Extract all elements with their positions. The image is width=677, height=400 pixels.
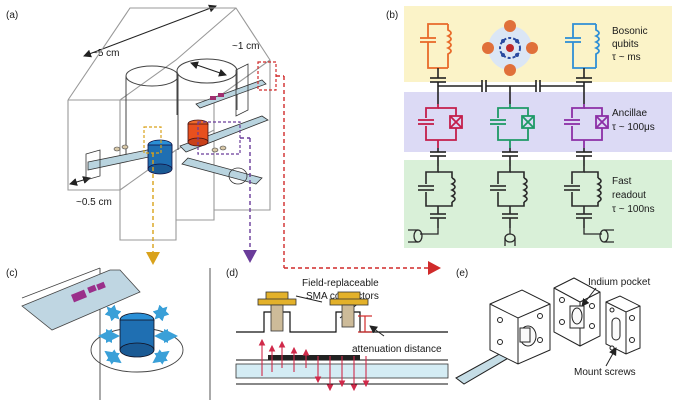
connectors-title-1: Field-replaceable xyxy=(302,278,379,289)
hole-dimension-arrow xyxy=(190,61,227,77)
package-drawing: ~5 cm ~1 cm ~0.5 cm xyxy=(67,4,441,275)
depth-dimension-arrow xyxy=(69,176,91,186)
readout-band xyxy=(404,160,672,248)
circuit-diagram: Bosonic qubits τ ~ ms xyxy=(404,6,672,248)
readout-label-3: τ ~ 100ns xyxy=(612,204,655,215)
readout-label-2: readout xyxy=(612,190,646,201)
panel-label-e: (e) xyxy=(456,268,468,279)
ancillae-label-2: τ ~ 100μs xyxy=(612,122,655,133)
orange-mode-resonator xyxy=(420,23,452,69)
panel-label-b: (b) xyxy=(386,10,398,21)
mount-exploded-view xyxy=(455,277,641,385)
ancillae-label-1: Ancillae xyxy=(612,108,647,119)
width-dimension-label: ~5 cm xyxy=(92,48,120,59)
panel-label-c: (c) xyxy=(6,268,18,279)
readout-couplers xyxy=(430,148,592,166)
bosonic-label-1: Bosonic xyxy=(612,26,648,37)
bosonic-label-2: qubits xyxy=(612,39,639,50)
bosonic-band xyxy=(404,6,672,82)
purple-ancilla-qubit xyxy=(564,104,609,148)
hole-dimension-label: ~1 cm xyxy=(232,41,260,52)
panel-label-d: (d) xyxy=(226,268,238,279)
wigner-function-icon xyxy=(482,20,538,76)
purple-callout-arrowhead xyxy=(243,250,257,263)
blue-mode-resonator xyxy=(565,23,600,69)
coupling-bus xyxy=(430,68,592,104)
ancilla-band xyxy=(404,92,672,152)
green-ancilla-qubit xyxy=(490,104,535,148)
attenuation-label: attenuation distance xyxy=(352,344,442,355)
readout-resonators xyxy=(418,166,602,228)
sma-connector-detail: Field-replaceable SMA connectors attenua… xyxy=(235,278,449,392)
width-dimension-arrow xyxy=(83,4,217,58)
bosonic-label-3: τ ~ ms xyxy=(612,52,641,63)
indium-pocket-label: Indium pocket xyxy=(588,277,650,288)
yellow-callout-arrowhead xyxy=(146,252,160,265)
red-ancilla-qubit xyxy=(418,104,463,148)
readout-label-1: Fast xyxy=(612,176,632,187)
panel-label-a: (a) xyxy=(6,10,18,21)
depth-dimension-label: ~0.5 cm xyxy=(76,197,112,208)
cavity-detail xyxy=(21,267,211,400)
red-callout-arrowhead xyxy=(428,261,441,275)
mount-screws-label: Mount screws xyxy=(574,367,636,378)
coax-ports xyxy=(408,228,614,246)
